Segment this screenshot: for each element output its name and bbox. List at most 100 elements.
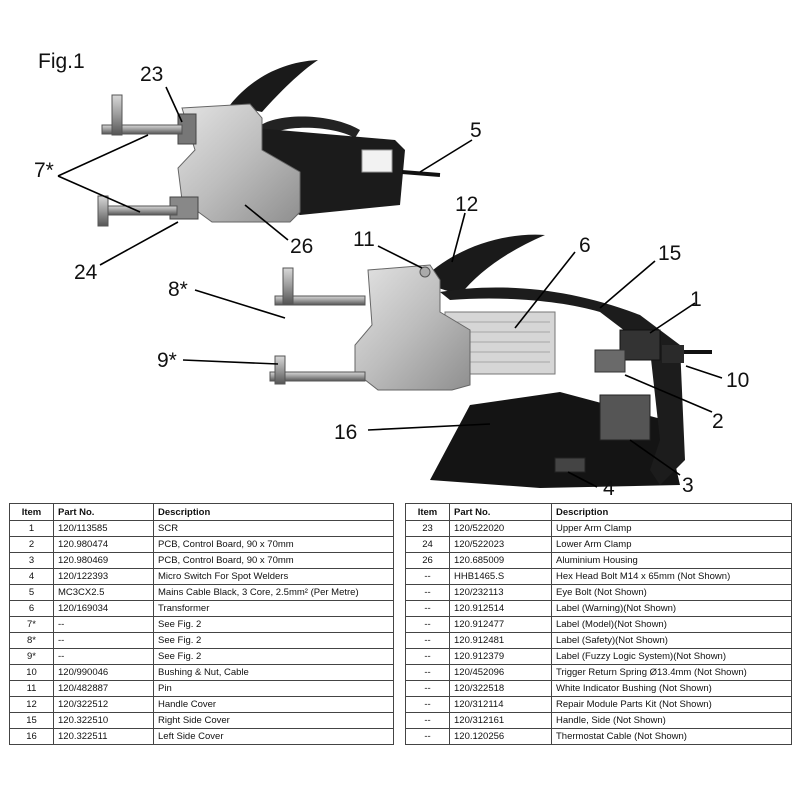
table-row: 7*--See Fig. 2 (9, 616, 394, 633)
item-cell: 9* (9, 648, 54, 665)
upper-arm-tip-bottom (282, 267, 294, 305)
part-no-cell: 120/122393 (53, 568, 154, 585)
callout-5: 5 (470, 119, 482, 142)
item-cell: 23 (405, 520, 450, 537)
item-cell: 7* (9, 616, 54, 633)
upper-arm-rod-top (101, 124, 183, 135)
table-header-row: Item Part No. Description (405, 503, 792, 521)
callout-24: 24 (74, 261, 98, 284)
description-cell: White Indicator Bushing (Not Shown) (551, 680, 792, 697)
description-cell: Bushing & Nut, Cable (153, 664, 394, 681)
description-cell: See Fig. 2 (153, 632, 394, 649)
part-no-cell: 120/312161 (449, 712, 552, 729)
description-cell: Label (Safety)(Not Shown) (551, 632, 792, 649)
part-no-cell: 120/322512 (53, 696, 154, 713)
description-cell: Repair Module Parts Kit (Not Shown) (551, 696, 792, 713)
part-no-cell: MC3CX2.5 (53, 584, 154, 601)
lower-arm-rod-bottom (269, 371, 366, 382)
item-cell: -- (405, 600, 450, 617)
callout-3: 3 (682, 474, 694, 497)
lower-arm-tip-bottom (274, 355, 286, 385)
header-item: Item (405, 503, 450, 521)
scr-module (619, 329, 661, 361)
description-cell: Eye Bolt (Not Shown) (551, 584, 792, 601)
part-no-cell: 120/452096 (449, 664, 552, 681)
item-cell: 5 (9, 584, 54, 601)
part-no-cell: 120/322518 (449, 680, 552, 697)
description-cell: Pin (153, 680, 394, 697)
description-cell: Micro Switch For Spot Welders (153, 568, 394, 585)
part-no-cell: 120.322511 (53, 728, 154, 745)
right-side-cover-frame (440, 287, 685, 485)
part-no-cell: 120/169034 (53, 600, 154, 617)
handle-cover-top (230, 60, 318, 112)
upper-arm-tip-top (111, 94, 123, 136)
description-cell: Upper Arm Clamp (551, 520, 792, 537)
pcb-control-board-3 (599, 394, 651, 441)
callout-4: 4 (603, 477, 615, 500)
table-header-row: Item Part No. Description (9, 503, 394, 521)
description-cell: Aluminium Housing (551, 552, 792, 569)
callout-10: 10 (726, 369, 750, 392)
aluminium-housing-top (177, 103, 301, 223)
part-no-cell: 120.912481 (449, 632, 552, 649)
item-cell: -- (405, 696, 450, 713)
item-cell: -- (405, 584, 450, 601)
item-cell: 26 (405, 552, 450, 569)
assembled-welder (97, 60, 441, 227)
lower-arm-rod-top (101, 205, 178, 216)
item-cell: 3 (9, 552, 54, 569)
description-cell: PCB, Control Board, 90 x 70mm (153, 536, 394, 553)
part-no-cell: -- (53, 632, 154, 649)
item-cell: 12 (9, 696, 54, 713)
item-cell: 24 (405, 536, 450, 553)
part-no-cell: 120.912379 (449, 648, 552, 665)
item-cell: -- (405, 712, 450, 729)
callout-12: 12 (455, 193, 479, 216)
item-cell: 4 (9, 568, 54, 585)
description-cell: Label (Model)(Not Shown) (551, 616, 792, 633)
part-no-cell: 120/522020 (449, 520, 552, 537)
header-part-no: Part No. (53, 503, 154, 521)
part-no-cell: 120.322510 (53, 712, 154, 729)
aluminium-housing-bottom (354, 264, 471, 391)
callout-2: 2 (712, 410, 724, 433)
part-no-cell: 120/522023 (449, 536, 552, 553)
item-cell: -- (405, 664, 450, 681)
callout-8: 8* (168, 278, 188, 301)
handle-cover-bottom (420, 234, 545, 295)
description-cell: Right Side Cover (153, 712, 394, 729)
item-cell: -- (405, 632, 450, 649)
callout-26: 26 (290, 235, 314, 258)
callout-16: 16 (334, 421, 358, 444)
part-no-cell: 120/113585 (53, 520, 154, 537)
item-cell: 6 (9, 600, 54, 617)
pin (419, 266, 431, 278)
callout-6: 6 (579, 234, 591, 257)
part-no-cell: -- (53, 616, 154, 633)
part-no-cell: 120.912477 (449, 616, 552, 633)
leader-lines (57, 86, 723, 488)
exploded-welder (269, 234, 712, 488)
description-cell: See Fig. 2 (153, 616, 394, 633)
part-no-cell: HHB1465.S (449, 568, 552, 585)
description-cell: Mains Cable Black, 3 Core, 2.5mm² (Per M… (153, 584, 394, 601)
